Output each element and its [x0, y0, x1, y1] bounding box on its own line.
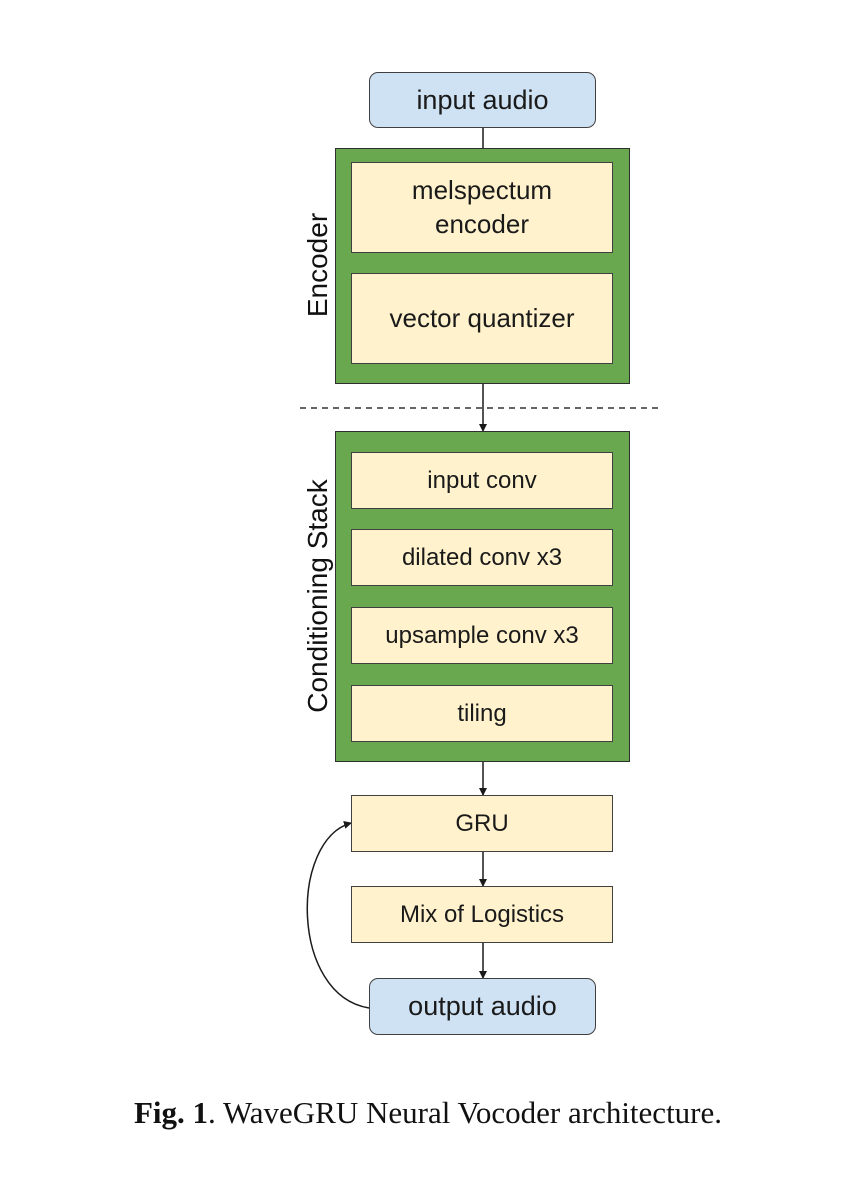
- tiling-node: tiling: [351, 685, 613, 742]
- vector-quantizer-label: vector quantizer: [389, 302, 575, 333]
- figure-caption: Fig. 1. WaveGRU Neural Vocoder architect…: [0, 1095, 856, 1131]
- melspectrum-encoder-node: melspectum encoder: [351, 162, 613, 253]
- output-audio-node: output audio: [369, 978, 596, 1035]
- melspectrum-encoder-label: melspectum encoder: [411, 174, 553, 239]
- tiling-label: tiling: [457, 699, 507, 727]
- conditioning-stack-label: Conditioning Stack: [302, 479, 333, 713]
- gru-node: GRU: [351, 795, 613, 852]
- mix-of-logistics-node: Mix of Logistics: [351, 886, 613, 943]
- dilated-conv-node: dilated conv x3: [351, 529, 613, 586]
- input-conv-label: input conv: [427, 466, 537, 494]
- encoder-group-label: Encoder: [302, 212, 333, 318]
- input-audio-node: input audio: [369, 72, 596, 128]
- dilated-conv-label: dilated conv x3: [401, 543, 563, 571]
- vector-quantizer-node: vector quantizer: [351, 273, 613, 364]
- input-audio-label: input audio: [416, 84, 549, 115]
- mix-of-logistics-label: Mix of Logistics: [399, 900, 565, 928]
- input-conv-node: input conv: [351, 452, 613, 509]
- output-audio-label: output audio: [408, 991, 557, 1021]
- feedback-arrow: [306, 821, 370, 1009]
- caption-text: . WaveGRU Neural Vocoder architecture.: [208, 1095, 723, 1130]
- upsample-conv-node: upsample conv x3: [351, 607, 613, 664]
- caption-label: Fig. 1: [133, 1095, 209, 1130]
- upsample-conv-label: upsample conv x3: [385, 621, 579, 649]
- gru-label: GRU: [455, 809, 509, 837]
